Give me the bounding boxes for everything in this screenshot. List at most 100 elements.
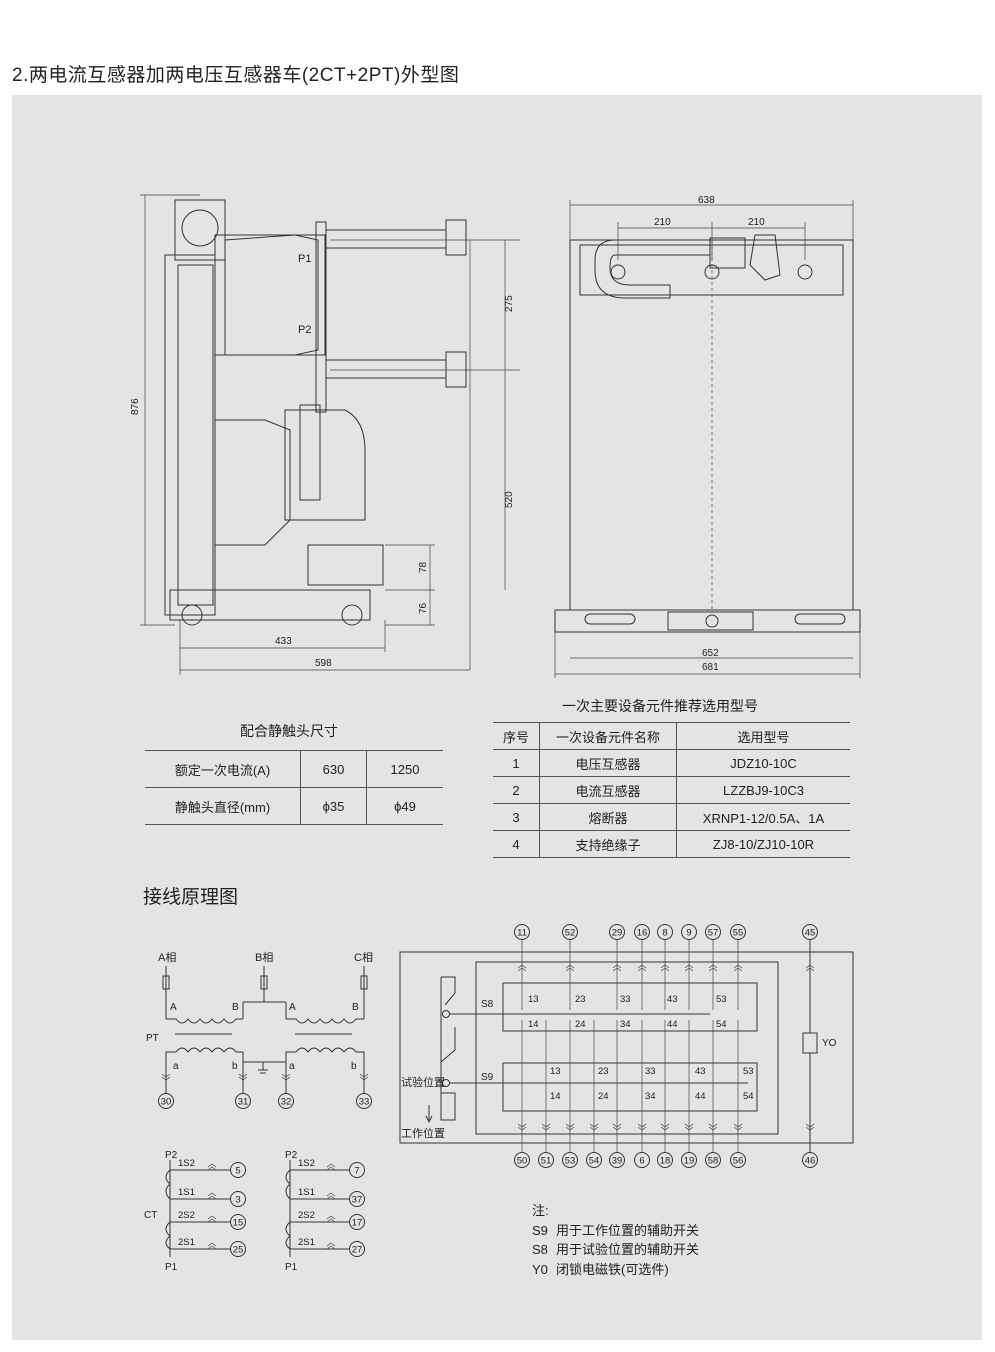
dim-520: 520 [504,491,515,508]
pt-b-label-2: b [351,1061,357,1072]
bottom-terminal-circle [586,1152,602,1168]
bottom-terminal: 6 [639,1156,644,1167]
pt-terminal: 33 [359,1097,370,1108]
s9-contact-top: 33 [645,1066,656,1077]
ct-p1-label: P1 [165,1262,178,1273]
cell: XRNP1-12/0.5A、1A [676,803,850,831]
bottom-terminal-circle [657,1152,673,1168]
cell: 1 [493,749,540,777]
bottom-terminal-circle [705,1152,721,1168]
bottom-terminal: 19 [684,1156,695,1167]
bottom-terminal-circle [730,1152,746,1168]
ct-terminal: 37 [352,1195,363,1206]
cell: 熔断器 [539,803,677,831]
ct-terminal-circle [230,1191,246,1207]
s8-contact-bottom: 54 [716,1019,727,1030]
pt-terminal-circle [235,1093,251,1109]
bottom-terminal: 58 [708,1156,719,1167]
bottom-terminal: 51 [541,1156,552,1167]
bottom-terminal: 50 [517,1156,528,1167]
bottom-terminal-circle [634,1152,650,1168]
bottom-terminal-circle [514,1152,530,1168]
drawing-panel [12,95,982,1340]
cell: ϕ49 [366,787,443,825]
dim-638: 638 [698,195,715,206]
top-terminal-circle [657,924,673,940]
ct-winding-label: 2S1 [298,1237,315,1248]
s9-contact-top: 43 [695,1066,706,1077]
pt-terminal: 30 [161,1097,172,1108]
cell: ZJ8-10/ZJ10-10R [676,830,850,858]
bottom-terminal: 18 [660,1156,671,1167]
yo-bottom-terminal: 46 [805,1156,816,1167]
bottom-terminal-circle [538,1152,554,1168]
front-view-drawing: 638 210 210 652 681 [554,195,861,678]
s8-contact-bottom: 14 [528,1019,539,1030]
top-terminal: 9 [686,928,691,939]
ct-terminal-circle [349,1191,365,1207]
yo-top-terminal: 45 [805,928,816,939]
phase-a-label: A相 [158,951,176,964]
dim-275: 275 [504,295,515,312]
component-table-title: 一次主要设备元件推荐选用型号 [562,698,758,714]
pt-a-label-1: a [173,1061,179,1072]
s9-contact-bottom: 34 [645,1091,656,1102]
dim-598: 598 [315,658,332,669]
s9-contact-top: 53 [743,1066,754,1077]
ct-terminal-circle [349,1162,365,1178]
top-terminal: 16 [637,928,648,939]
top-terminal: 57 [708,928,719,939]
yo-label: YO [822,1038,837,1049]
note-key: S9 [532,1222,548,1238]
ct-p2-label: P2 [165,1150,178,1161]
top-terminal: 55 [733,928,744,939]
bottom-terminal-circle [562,1152,578,1168]
ct-wiring-diagram: CT P2P11S251S132S2152S125P2P11S271S1372S… [144,1150,365,1273]
cell: 1250 [366,750,443,788]
top-terminal-circle [609,924,625,940]
dim-210-right: 210 [748,217,765,228]
pt-b-label-1: b [232,1061,238,1072]
note-text: 用于试验位置的辅助开关 [556,1242,700,1257]
dim-652: 652 [702,648,719,659]
phase-b-label: B相 [255,951,273,964]
dim-78: 78 [418,561,429,573]
s9-contact-top: 13 [550,1066,561,1077]
pt-terminal: 31 [238,1097,249,1108]
cell: 630 [300,750,367,788]
s9-contact-bottom: 54 [743,1091,754,1102]
cell: 支持绝缘子 [539,830,677,858]
cell: 静触头直径(mm) [145,787,301,825]
ct-terminal: 7 [354,1166,359,1177]
dim-210-left: 210 [654,217,671,228]
cell: 2 [493,776,540,804]
top-terminal-circle [634,924,650,940]
dim-76: 76 [418,602,429,614]
s8-label: S8 [481,999,494,1010]
work-position-label: 工作位置 [401,1126,445,1140]
pt-A-label-1: A [170,1002,177,1013]
s9-contact-bottom: 14 [550,1091,561,1102]
phase-c-label: C相 [354,951,373,964]
top-terminal-circle [562,924,578,940]
side-view-drawing: 876 P1 P2 275 520 78 76 [130,194,520,675]
wiring-section-title: 接线原理图 [143,887,239,908]
s8-contact-top: 43 [667,994,678,1005]
top-terminal: 8 [662,928,667,939]
s8-contact-top: 53 [716,994,727,1005]
pt-B-label-2: B [352,1002,359,1013]
ct-terminal: 3 [235,1195,240,1206]
page-title: 2.两电流互感器加两电压互感器车(2CT+2PT)外型图 [12,65,460,86]
cell: JDZ10-10C [676,749,850,777]
header-cell: 一次设备元件名称 [539,722,677,750]
note-text: 闭锁电磁铁(可选件) [556,1261,669,1277]
ct-p1-label: P1 [285,1262,298,1273]
